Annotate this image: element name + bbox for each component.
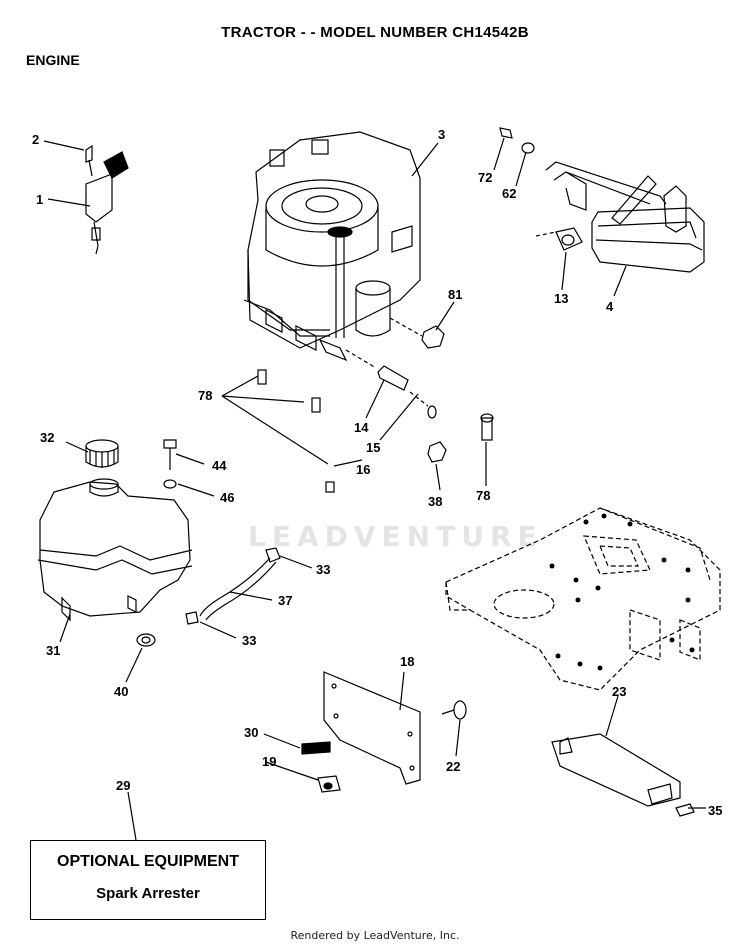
callout-32: 32 <box>40 430 54 445</box>
callout-78b: 78 <box>476 488 490 503</box>
callout-40: 40 <box>114 684 128 699</box>
callout-2: 2 <box>32 132 39 147</box>
optional-equipment-item: Spark Arrester <box>96 885 200 902</box>
callout-30: 30 <box>244 725 258 740</box>
gasket-part <box>535 227 583 251</box>
leader-lines <box>43 137 627 841</box>
callout-19: 19 <box>262 754 276 769</box>
nut-part <box>389 317 445 349</box>
callout-23: 23 <box>612 684 626 699</box>
footer-credit: Rendered by LeadVenture, Inc. <box>290 929 460 942</box>
page-title: TRACTOR - - MODEL NUMBER CH14542B <box>221 24 529 41</box>
callout-62: 62 <box>502 186 516 201</box>
callout-14: 14 <box>354 420 369 435</box>
bracket-part <box>551 733 681 807</box>
optional-equipment-box: OPTIONAL EQUIPMENT Spark Arrester <box>30 840 266 920</box>
callout-18: 18 <box>400 654 414 669</box>
pipe-nipple-part <box>345 349 437 419</box>
callout-15: 15 <box>366 440 380 455</box>
fuel-line-part <box>185 547 281 625</box>
callout-35: 35 <box>708 803 722 818</box>
callout-38: 38 <box>428 494 442 509</box>
callout-31: 31 <box>46 643 60 658</box>
fuel-tank-part <box>37 478 193 622</box>
muffler-part <box>545 161 705 273</box>
tank-screw-part <box>163 439 177 489</box>
callout-13: 13 <box>554 291 568 306</box>
section-label: ENGINE <box>26 52 80 68</box>
callout-46: 46 <box>220 490 234 505</box>
leader-78 <box>221 369 335 493</box>
callout-33b: 33 <box>242 633 256 648</box>
watermark: LEADVENTURE <box>248 520 543 553</box>
callout-72: 72 <box>478 170 492 185</box>
muffler-bolt-part <box>499 127 535 154</box>
callout-labels: 1 2 3 72 62 13 4 81 78 14 15 16 38 78 32… <box>32 127 722 818</box>
callout-16: 16 <box>356 462 370 477</box>
callout-33a: 33 <box>316 562 330 577</box>
callout-37: 37 <box>278 593 292 608</box>
insulator-part <box>301 741 341 793</box>
shield-screw-part <box>441 700 467 720</box>
bracket-screw-part <box>675 803 706 817</box>
callout-22: 22 <box>446 759 460 774</box>
callout-78a: 78 <box>198 388 212 403</box>
callout-1: 1 <box>36 192 43 207</box>
frame-part <box>445 507 721 691</box>
callout-81: 81 <box>448 287 462 302</box>
callout-4: 4 <box>606 299 614 314</box>
heat-shield-part <box>323 671 421 785</box>
grommet-part <box>136 633 156 647</box>
fuel-cap-part <box>85 439 119 468</box>
frame-holes <box>549 513 695 671</box>
optional-equipment-title: OPTIONAL EQUIPMENT <box>57 853 239 870</box>
callout-44: 44 <box>212 458 227 473</box>
callout-3: 3 <box>438 127 445 142</box>
engine-part <box>243 131 421 362</box>
throttle-bracket-part <box>85 144 129 255</box>
callout-29: 29 <box>116 778 130 793</box>
hardware-part <box>427 413 494 463</box>
